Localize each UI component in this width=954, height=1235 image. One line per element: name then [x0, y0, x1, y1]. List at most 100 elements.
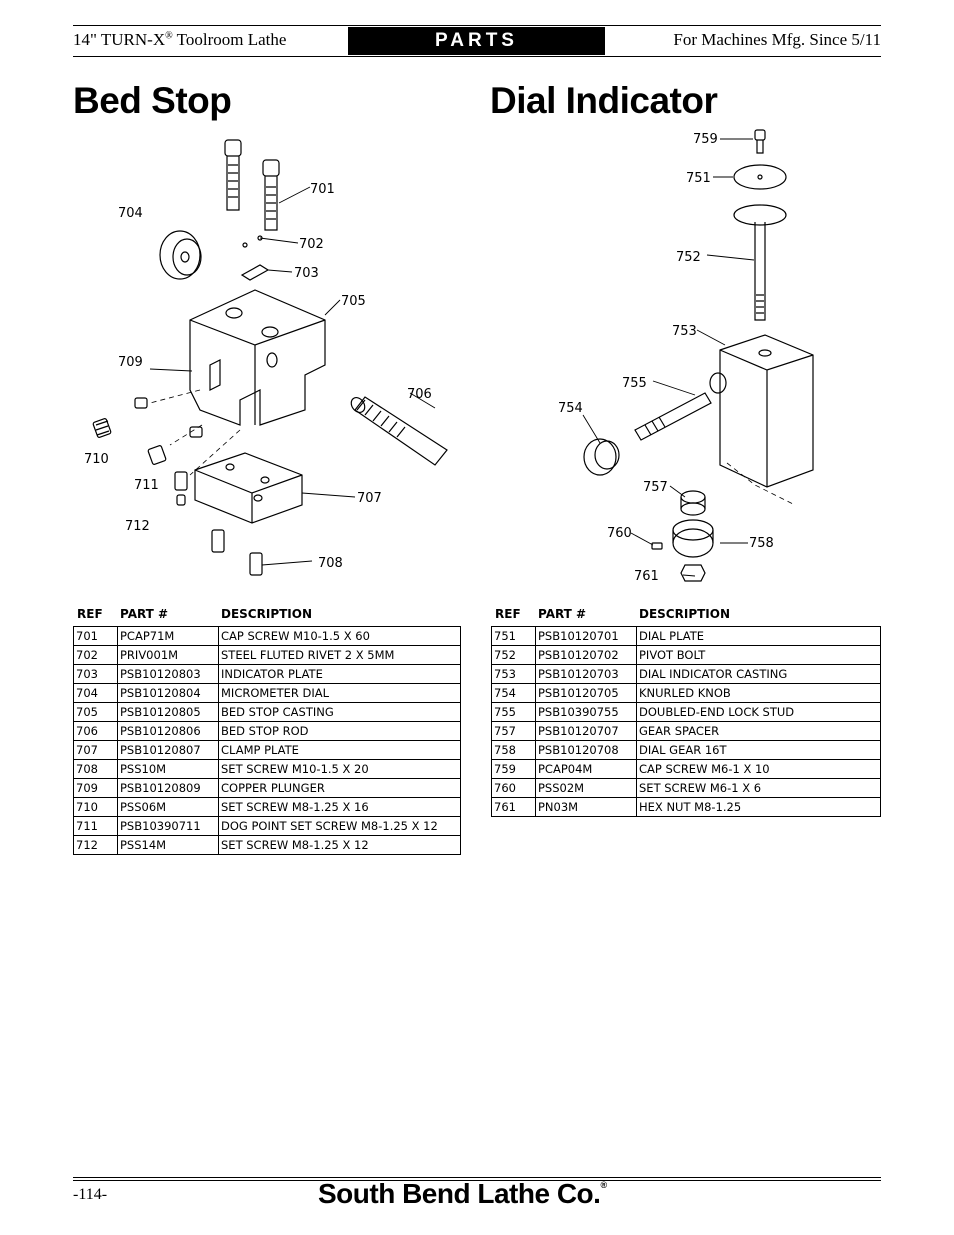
part-number-cell: PSB10120701 — [535, 626, 637, 646]
callout-label: 705 — [341, 294, 366, 309]
footer-rule-2 — [73, 1180, 881, 1181]
part-number-cell: PSB10390755 — [535, 702, 637, 722]
callout-label: 754 — [558, 401, 583, 416]
description-cell: CAP SCREW M6-1 X 10 — [636, 759, 881, 779]
description-cell: PIVOT BOLT — [636, 645, 881, 665]
dial-ref-header: REF — [495, 607, 521, 621]
part-number-cell: PSB10120708 — [535, 740, 637, 760]
bed-stop-desc-header: DESCRIPTION — [221, 607, 313, 621]
callout-label: 758 — [749, 536, 774, 551]
part-number-cell: PSB10120805 — [117, 702, 219, 722]
callout-label: 701 — [310, 182, 335, 197]
description-cell: SET SCREW M8-1.25 X 12 — [218, 835, 461, 855]
description-cell: HEX NUT M8-1.25 — [636, 797, 881, 817]
ref-cell: 752 — [491, 645, 536, 665]
description-cell: BED STOP CASTING — [218, 702, 461, 722]
part-number-cell: PN03M — [535, 797, 637, 817]
description-cell: STEEL FLUTED RIVET 2 X 5MM — [218, 645, 461, 665]
callout-label: 711 — [134, 478, 159, 493]
ref-cell: 703 — [73, 664, 118, 684]
ref-cell: 710 — [73, 797, 118, 817]
callout-label: 751 — [686, 171, 711, 186]
callout-label: 702 — [299, 237, 324, 252]
part-number-cell: PSB10120807 — [117, 740, 219, 760]
description-cell: GEAR SPACER — [636, 721, 881, 741]
callout-label: 752 — [676, 250, 701, 265]
ref-cell: 753 — [491, 664, 536, 684]
part-number-cell: PSB10120804 — [117, 683, 219, 703]
callout-label: 704 — [118, 206, 143, 221]
ref-cell: 707 — [73, 740, 118, 760]
part-number-cell: PSB10120809 — [117, 778, 219, 798]
ref-cell: 751 — [491, 626, 536, 646]
bed-stop-diagram: 701 702 703 704 705 706 707 708 709 710 … — [84, 139, 448, 576]
footer-rule — [73, 1177, 881, 1178]
header-top-rule — [73, 25, 881, 26]
ref-cell: 712 — [73, 835, 118, 855]
description-cell: DIAL INDICATOR CASTING — [636, 664, 881, 684]
callout-label: 703 — [294, 266, 319, 281]
ref-cell: 706 — [73, 721, 118, 741]
part-number-cell: PSB10120806 — [117, 721, 219, 741]
description-cell: INDICATOR PLATE — [218, 664, 461, 684]
ref-cell: 702 — [73, 645, 118, 665]
description-cell: SET SCREW M6-1 X 6 — [636, 778, 881, 798]
part-number-cell: PCAP71M — [117, 626, 219, 646]
callout-label: 712 — [125, 519, 150, 534]
callout-label: 755 — [622, 376, 647, 391]
part-number-cell: PSS10M — [117, 759, 219, 779]
callout-label: 709 — [118, 355, 143, 370]
part-number-cell: PCAP04M — [535, 759, 637, 779]
callout-label: 707 — [357, 491, 382, 506]
callout-label: 760 — [607, 526, 632, 541]
dial-indicator-title: Dial Indicator — [490, 80, 718, 121]
callout-label: 708 — [318, 556, 343, 571]
ref-cell: 705 — [73, 702, 118, 722]
ref-cell: 701 — [73, 626, 118, 646]
bed-stop-part-header: PART # — [120, 607, 169, 621]
ref-cell: 709 — [73, 778, 118, 798]
ref-cell: 708 — [73, 759, 118, 779]
header-mfg-date: For Machines Mfg. Since 5/11 — [673, 30, 881, 49]
part-number-cell: PSB10120702 — [535, 645, 637, 665]
header-machine-name: 14" TURN-X® Toolroom Lathe — [73, 30, 287, 49]
part-number-cell: PRIV001M — [117, 645, 219, 665]
description-cell: DOG POINT SET SCREW M8-1.25 X 12 — [218, 816, 461, 836]
ref-cell: 758 — [491, 740, 536, 760]
description-cell: SET SCREW M8-1.25 X 16 — [218, 797, 461, 817]
description-cell: BED STOP ROD — [218, 721, 461, 741]
brand-logo: South Bend Lathe Co.® — [318, 1178, 607, 1209]
callout-label: 757 — [643, 480, 668, 495]
part-number-cell: PSS02M — [535, 778, 637, 798]
ref-cell: 711 — [73, 816, 118, 836]
header-section-label: PARTS — [348, 27, 605, 55]
ref-cell: 760 — [491, 778, 536, 798]
callout-label: 759 — [693, 132, 718, 147]
description-cell: CAP SCREW M10-1.5 X 60 — [218, 626, 461, 646]
ref-cell: 755 — [491, 702, 536, 722]
part-number-cell: PSB10120803 — [117, 664, 219, 684]
part-number-cell: PSS06M — [117, 797, 219, 817]
header-bottom-rule — [73, 56, 881, 57]
